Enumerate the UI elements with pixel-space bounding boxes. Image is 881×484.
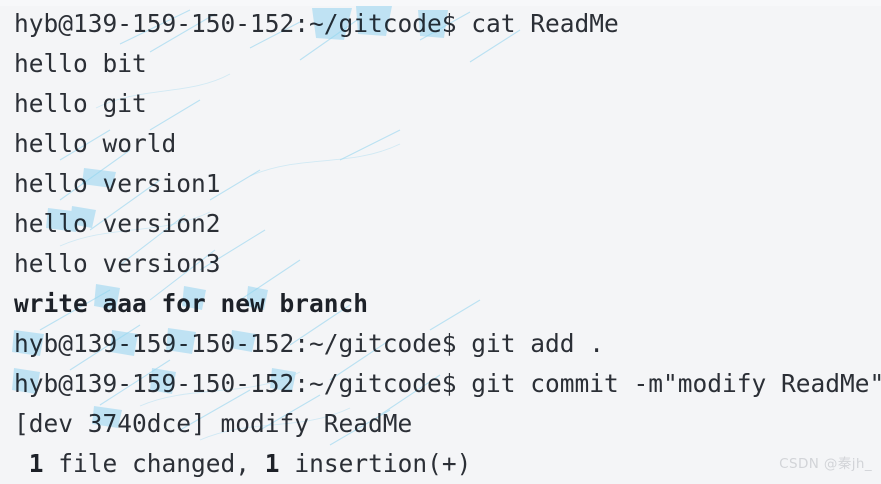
- terminal-output: hyb@139-159-150-152:~/gitcode$ cat ReadM…: [14, 4, 881, 484]
- terminal-line-stat: 1 file changed, 1 insertion(+): [28, 449, 472, 478]
- terminal-line: [dev 3740dce] modify ReadMe: [14, 409, 413, 438]
- terminal-line: hello bit: [14, 49, 147, 78]
- terminal-line: hyb@139-159-150-152:~/gitcode$ cat ReadM…: [14, 9, 619, 38]
- terminal-line-bold: write aaa for new branch: [14, 289, 369, 318]
- terminal-line: hello version3: [14, 249, 221, 278]
- terminal-line: hello git: [14, 89, 147, 118]
- terminal-line: hello version2: [14, 209, 221, 238]
- csdn-watermark: CSDN @秦jh_: [779, 456, 872, 472]
- terminal-line: hello version1: [14, 169, 221, 198]
- terminal-line: hello world: [14, 129, 177, 158]
- terminal-line: hyb@139-159-150-152:~/gitcode$ git commi…: [14, 369, 881, 398]
- terminal-line: hyb@139-159-150-152:~/gitcode$ git add .: [14, 329, 605, 358]
